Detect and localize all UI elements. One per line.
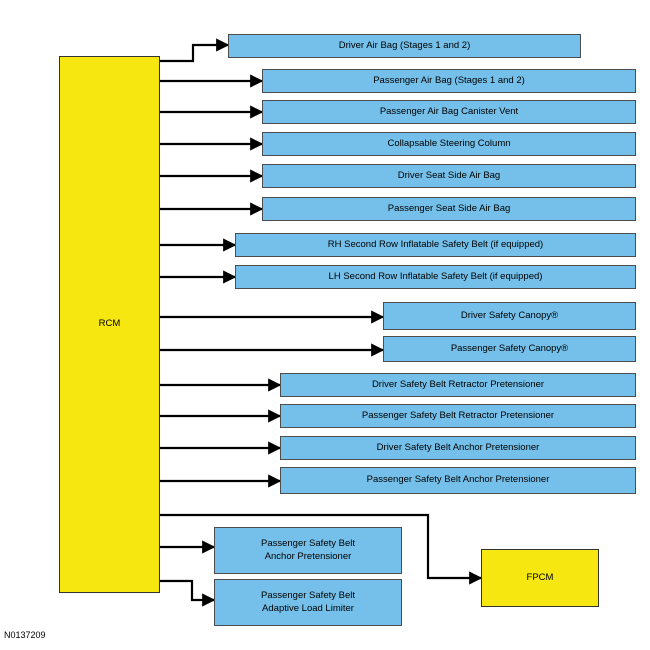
output-label: Passenger Air Bag (Stages 1 and 2) <box>373 74 525 86</box>
output-passenger-safety-canopy: Passenger Safety Canopy® <box>383 336 636 362</box>
output-rh-second-row-inflatable-belt: RH Second Row Inflatable Safety Belt (if… <box>235 233 636 257</box>
output-label: Passenger Safety Belt Adaptive Load Limi… <box>261 589 355 614</box>
output-label: Collapsable Steering Column <box>387 137 511 149</box>
wire-fpcm <box>160 513 483 585</box>
output-driver-anchor-pretensioner: Driver Safety Belt Anchor Pretensioner <box>280 436 636 460</box>
wire-driver-air-bag <box>160 38 230 63</box>
output-passenger-anchor-pretensioner-second: Passenger Safety Belt Anchor Pretensione… <box>214 527 402 574</box>
fpcm-label: FPCM <box>526 571 554 583</box>
rcm-label: RCM <box>98 318 121 330</box>
output-passenger-air-bag-canister-vent: Passenger Air Bag Canister Vent <box>262 100 636 124</box>
figure-id: N0137209 <box>4 630 46 640</box>
output-label: RH Second Row Inflatable Safety Belt (if… <box>327 238 544 250</box>
output-passenger-seat-side-air-bag: Passenger Seat Side Air Bag <box>262 197 636 221</box>
output-label: Passenger Air Bag Canister Vent <box>379 105 519 117</box>
output-label: Driver Seat Side Air Bag <box>397 169 501 181</box>
output-label: Driver Air Bag (Stages 1 and 2) <box>338 39 471 51</box>
output-driver-retractor-pretensioner: Driver Safety Belt Retractor Pretensione… <box>280 373 636 397</box>
wire-load-limiter <box>160 579 216 607</box>
output-label: Driver Safety Canopy® <box>460 309 559 321</box>
output-passenger-anchor-pretensioner: Passenger Safety Belt Anchor Pretensione… <box>280 467 636 494</box>
fpcm-module: FPCM <box>481 549 599 607</box>
output-driver-safety-canopy: Driver Safety Canopy® <box>383 302 636 330</box>
output-label: LH Second Row Inflatable Safety Belt (if… <box>328 270 543 282</box>
output-passenger-air-bag: Passenger Air Bag (Stages 1 and 2) <box>262 69 636 93</box>
output-label: Passenger Seat Side Air Bag <box>387 202 511 214</box>
output-driver-air-bag: Driver Air Bag (Stages 1 and 2) <box>228 34 581 58</box>
output-label: Driver Safety Belt Anchor Pretensioner <box>376 441 540 453</box>
output-driver-seat-side-air-bag: Driver Seat Side Air Bag <box>262 164 636 188</box>
output-lh-second-row-inflatable-belt: LH Second Row Inflatable Safety Belt (if… <box>235 265 636 289</box>
output-label: Passenger Safety Canopy® <box>450 342 569 354</box>
rcm-module: RCM <box>59 56 160 593</box>
output-label: Passenger Safety Belt Retractor Pretensi… <box>361 409 555 421</box>
output-label: Passenger Safety Belt Anchor Pretensione… <box>261 537 355 562</box>
output-label: Passenger Safety Belt Anchor Pretensione… <box>366 474 550 486</box>
output-passenger-retractor-pretensioner: Passenger Safety Belt Retractor Pretensi… <box>280 404 636 428</box>
output-passenger-adaptive-load-limiter: Passenger Safety Belt Adaptive Load Limi… <box>214 579 402 626</box>
output-collapsable-steering-column: Collapsable Steering Column <box>262 132 636 156</box>
output-label: Driver Safety Belt Retractor Pretensione… <box>371 378 545 390</box>
